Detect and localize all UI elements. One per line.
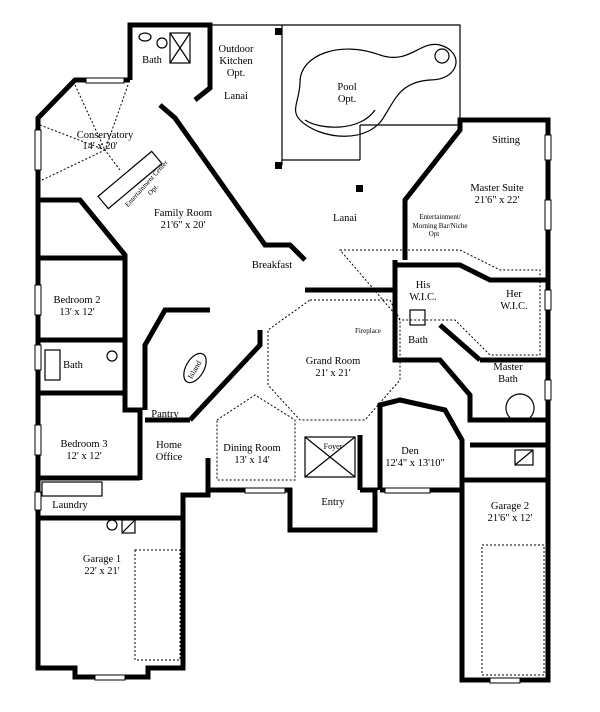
room-label-bath-2: Bath <box>63 360 84 371</box>
room-label-his-wic: His <box>416 280 431 291</box>
room-label-entry: Entry <box>321 497 345 508</box>
room-dims-dining-room: 13' x 14' <box>234 455 269 466</box>
room-label-dining-room: Dining Room <box>223 443 280 454</box>
room-dims-bedroom-3: 12' x 12' <box>66 451 101 462</box>
room-label-garage-2: Garage 2 <box>491 501 529 512</box>
interior-walls <box>38 197 548 521</box>
room-label-home-office: Home <box>156 440 182 451</box>
room-label-bath-master-hall: Bath <box>408 335 429 346</box>
room-label-her-wic: Her <box>506 289 522 300</box>
room-label-outdoor-kitchen: Outdoor <box>219 44 255 55</box>
room-dims-family-room: 21'6" x 20' <box>161 220 206 231</box>
label-entertainment-center: Entertainment Center Opt. <box>123 158 170 208</box>
room-label-bedroom-2: Bedroom 2 <box>54 295 101 306</box>
windows <box>34 77 552 684</box>
ceiling-details <box>39 84 545 676</box>
room-label-sitting: Sitting <box>492 135 521 146</box>
room-dims-bedroom-2: 13' x 12' <box>59 307 94 318</box>
room-label-laundry: Laundry <box>52 500 88 511</box>
room-label-master-suite: Master Suite <box>470 183 524 194</box>
room-label-lanai-center: Lanai <box>333 213 357 224</box>
room-label-outdoor-kitchen-2: Kitchen <box>219 56 253 67</box>
room-label-foyer: Foyer <box>324 442 343 451</box>
label-morning-bar-3: Opt <box>429 230 440 238</box>
room-dims-garage-1: 22' x 21' <box>84 566 119 577</box>
room-label-bath-pool: Bath <box>142 55 163 66</box>
room-label-garage-1: Garage 1 <box>83 554 121 565</box>
room-label-her-wic-2: W.I.C. <box>500 301 527 312</box>
room-label-lanai-top: Lanai <box>224 91 248 102</box>
room-label-breakfast: Breakfast <box>252 260 292 271</box>
room-label-outdoor-kitchen-3: Opt. <box>227 68 245 79</box>
room-label-family-room: Family Room <box>154 208 212 219</box>
room-label-grand-room: Grand Room <box>306 356 361 367</box>
room-label-bedroom-3: Bedroom 3 <box>61 439 108 450</box>
room-dims-den: 12'4" x 13'10" <box>385 458 445 469</box>
room-label-pool: Pool <box>337 82 356 93</box>
room-dims-grand-room: 21' x 21' <box>315 368 350 379</box>
room-label-conservatory: Conservatory <box>77 130 134 141</box>
entertainment-center-text: Entertainment Center <box>123 158 170 208</box>
label-morning-bar: Entertainment/ <box>419 213 461 221</box>
room-dims-conservatory: 14' x 20' <box>82 141 117 152</box>
label-fireplace: Fireplace <box>355 327 381 335</box>
room-label-master-bath: Master <box>493 362 523 373</box>
room-label-his-wic-2: W.I.C. <box>409 292 436 303</box>
room-label-den: Den <box>401 446 419 457</box>
room-label-home-office-2: Office <box>156 452 183 463</box>
room-dims-garage-2: 21'6" x 12' <box>488 513 533 524</box>
room-dims-master-suite: 21'6" x 22' <box>475 195 520 206</box>
room-label-pantry: Pantry <box>151 409 179 420</box>
fixtures <box>41 32 535 534</box>
pool-shape <box>295 43 457 137</box>
label-morning-bar-2: Morning Bar/Niche <box>412 222 467 230</box>
room-label-pool-2: Opt. <box>338 94 356 105</box>
room-labels: Bath Outdoor Kitchen Opt. Lanai Pool Opt… <box>52 44 532 577</box>
room-label-master-bath-2: Bath <box>498 374 519 385</box>
